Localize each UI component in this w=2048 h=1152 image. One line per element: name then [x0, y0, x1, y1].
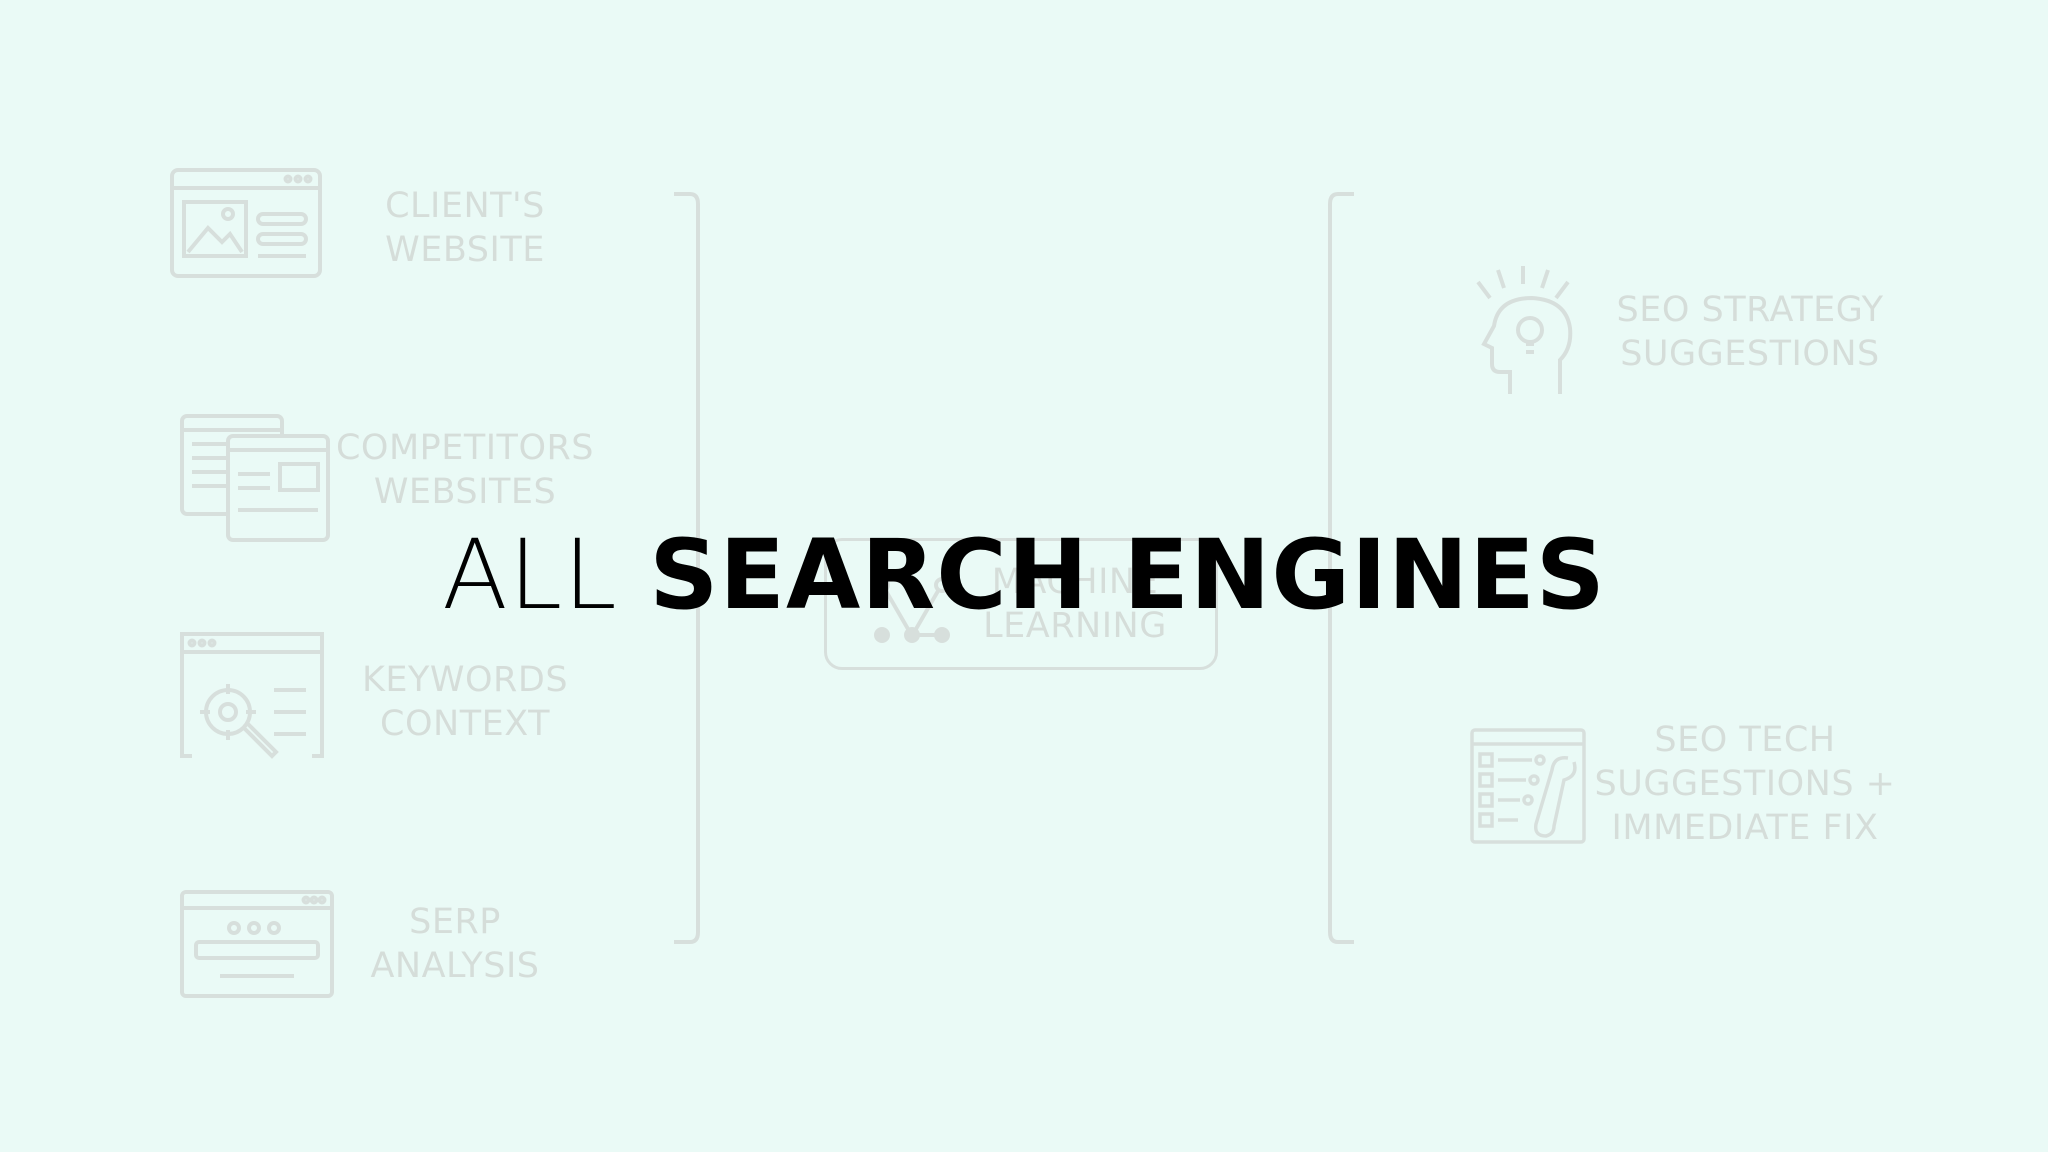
input-label-client-website: CLIENT'S WEBSITE	[385, 186, 545, 270]
headline-bold: SEARCH ENGINES	[649, 519, 1606, 631]
website-icon	[170, 168, 322, 278]
machine-learning-box	[824, 538, 1218, 670]
left-bracket	[672, 190, 702, 950]
checklist-wrench-icon	[1470, 728, 1586, 844]
output-label-seo-strategy: SEO STRATEGY SUGGESTIONS	[1616, 290, 1884, 374]
headline-light: ALL	[442, 519, 618, 631]
right-bracket	[1326, 190, 1356, 950]
head-lightbulb-icon	[1468, 264, 1578, 400]
output-label-seo-tech: SEO TECH SUGGESTIONS + IMMEDIATE FIX	[1594, 720, 1896, 848]
input-label-competitors-websites: COMPETITORS WEBSITES	[335, 428, 595, 512]
browser-search-icon	[180, 890, 334, 998]
network-nodes-icon	[862, 565, 962, 645]
input-label-keywords-context: KEYWORDS CONTEXT	[361, 660, 569, 744]
multiple-windows-icon	[180, 414, 332, 544]
keyword-target-icon	[178, 630, 326, 770]
headline: ALL SEARCH ENGINES	[0, 520, 2048, 630]
machine-learning-label: MACHINE LEARNING	[983, 562, 1167, 646]
input-label-serp-analysis: SERP ANALYSIS	[370, 902, 540, 986]
